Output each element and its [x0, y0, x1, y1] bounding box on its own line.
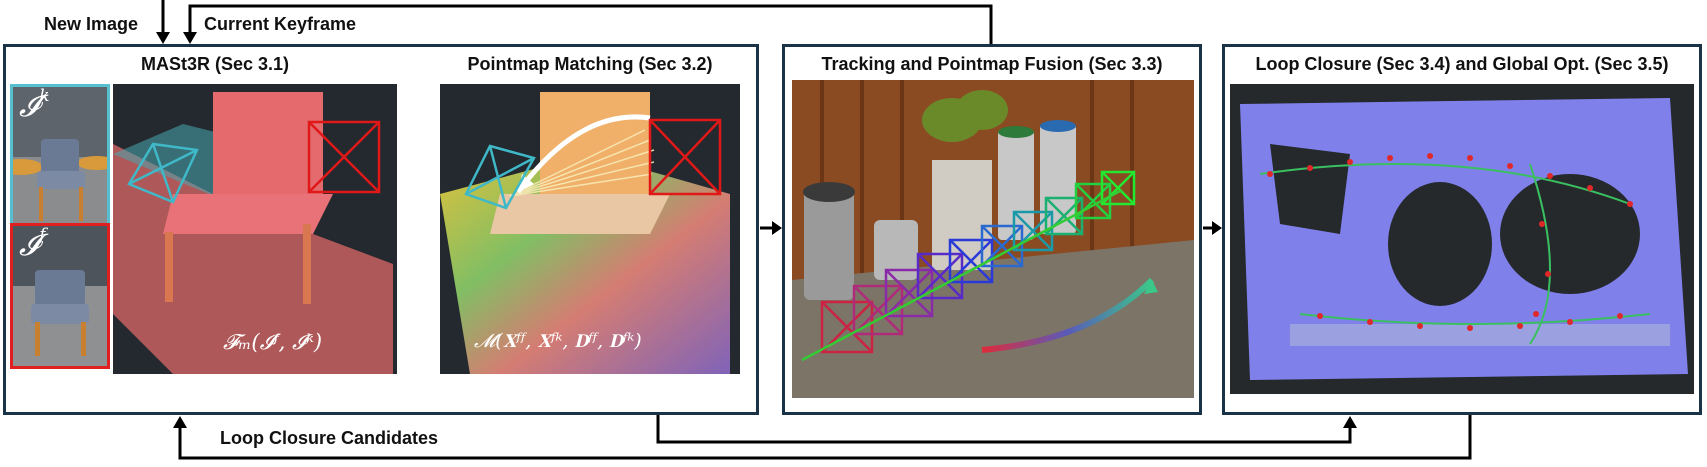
tracking-image	[792, 80, 1194, 398]
current-keyframe-label: Current Keyframe	[204, 14, 357, 34]
mast3r-formula: 𝓕ₘ(𝓘ᶠ, 𝓘ᵏ)	[223, 330, 323, 354]
loop-closure-candidates-label: Loop Closure Candidates	[220, 428, 439, 448]
global-map-image	[1230, 84, 1694, 394]
new-image-label: New Image	[44, 14, 139, 34]
keyframe-thumbnail: 𝓘k	[10, 84, 110, 236]
keyframe-camera-icon	[127, 142, 199, 204]
frame-camera-icon	[307, 120, 381, 194]
matching-visualization-image: 𝓜(𝐗ᶠᶠ, 𝐗ᶠᵏ, 𝐃ᶠᶠ, 𝐃ᶠᵏ)	[440, 84, 740, 374]
mast3r-title: MASt3R (Sec 3.1)	[140, 54, 290, 74]
mast3r-reconstruction-image: 𝓕ₘ(𝓘ᶠ, 𝓘ᵏ)	[113, 84, 397, 374]
matching-formula: 𝓜(𝐗ᶠᶠ, 𝐗ᶠᵏ, 𝐃ᶠᶠ, 𝐃ᶠᵏ)	[474, 330, 642, 352]
frame-thumbnail: 𝓘f	[10, 223, 110, 369]
frame-symbol: 𝓘f	[19, 225, 46, 263]
matching-title: Pointmap Matching (Sec 3.2)	[467, 54, 713, 74]
keyframe-symbol: 𝓘k	[19, 86, 50, 124]
loop-closure-title: Loop Closure (Sec 3.4) and Global Opt. (…	[1255, 54, 1669, 74]
tracking-title: Tracking and Pointmap Fusion (Sec 3.3)	[821, 54, 1163, 74]
